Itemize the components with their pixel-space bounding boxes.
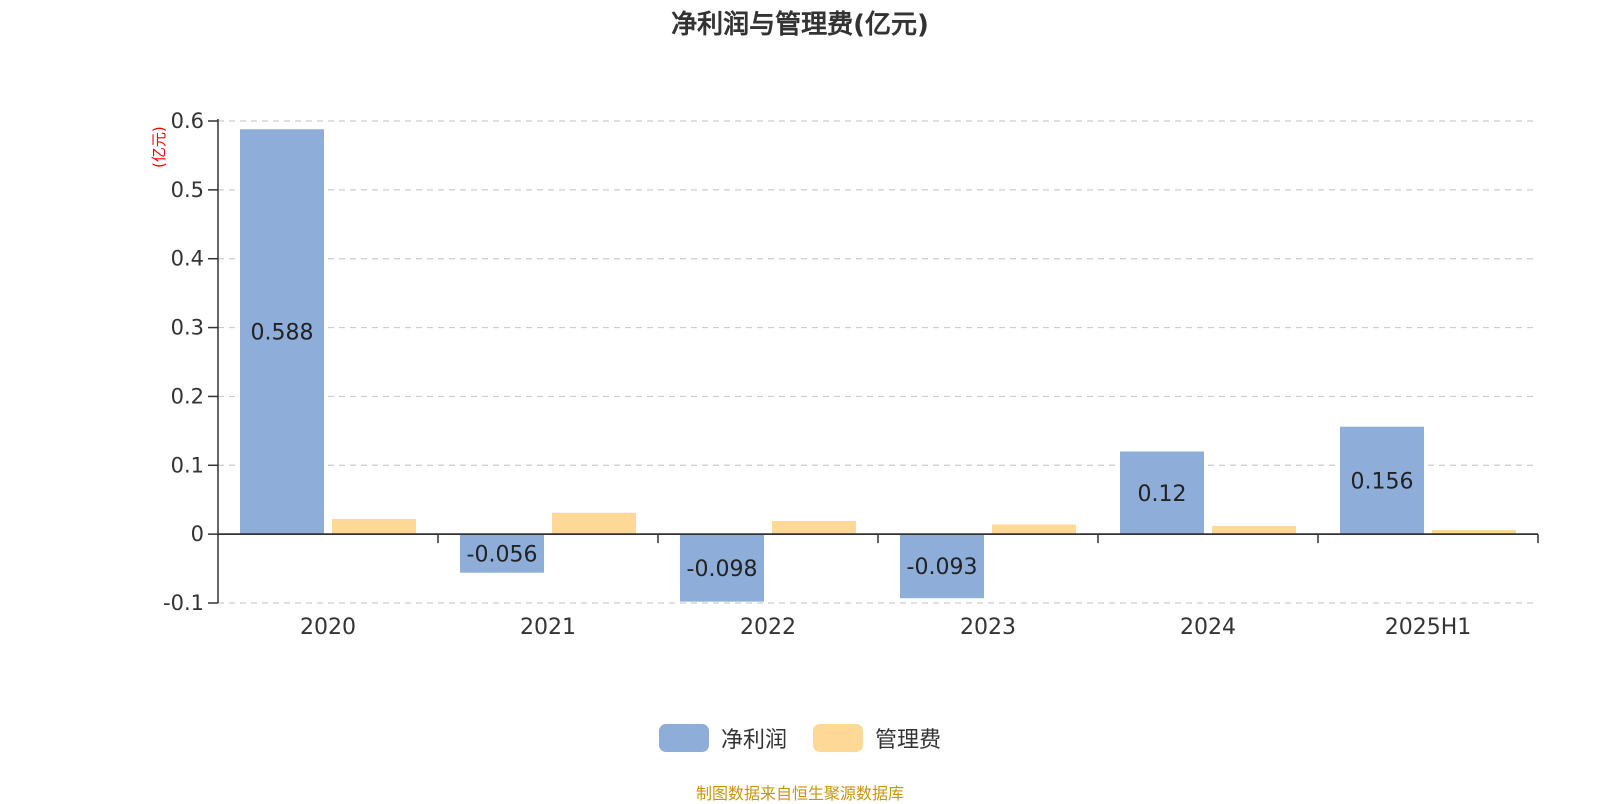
y-tick-label: 0.6 [171, 109, 204, 133]
bar-net-profit [240, 129, 324, 535]
x-tick-label: 2024 [1180, 615, 1236, 640]
bar-admin-expense [1212, 525, 1296, 535]
y-tick-label: 0.1 [171, 453, 204, 477]
legend-swatch-net-profit [658, 724, 709, 752]
chart-title: 净利润与管理费(亿元) [671, 10, 929, 40]
data-label: -0.093 [907, 555, 978, 580]
bar-admin-expense [992, 524, 1076, 535]
bar-net-profit [900, 534, 984, 599]
x-tick-label: 2023 [960, 615, 1016, 640]
bar-net-profit [1120, 451, 1204, 535]
y-tick-label: 0.3 [171, 316, 204, 340]
bar-admin-expense [332, 518, 416, 535]
data-label: -0.098 [687, 557, 758, 582]
bar-admin-expense [1432, 530, 1516, 535]
y-tick-label: 0 [191, 522, 204, 546]
bar-net-profit [680, 534, 764, 602]
y-tick-label: 0.4 [171, 247, 204, 271]
legend-swatch-admin-expense [813, 724, 863, 752]
y-tick-label: 0.5 [171, 178, 204, 202]
bar-net-profit [460, 534, 544, 573]
legend-label-net-profit: 净利润 [720, 728, 787, 753]
legend-label-admin-expense: 管理费 [875, 728, 942, 753]
x-tick-label: 2025H1 [1385, 615, 1472, 640]
y-tick-label: -0.1 [163, 591, 204, 615]
x-tick-label: 2020 [300, 615, 356, 640]
data-label: 0.588 [251, 321, 314, 346]
bar-net-profit [1340, 426, 1424, 535]
data-label: -0.056 [467, 542, 538, 567]
data-label: 0.12 [1138, 482, 1187, 507]
chart-legend: 净利润 管理费 [0, 722, 1600, 754]
bar-admin-expense [772, 521, 856, 535]
data-label: 0.156 [1351, 469, 1414, 494]
x-tick-label: 2022 [740, 615, 796, 640]
data-source-note: 制图数据来自恒生聚源数据库 [695, 784, 904, 803]
bar-admin-expense [552, 512, 636, 535]
y-tick-label: 0.2 [171, 384, 204, 408]
x-tick-label: 2021 [520, 615, 576, 640]
legend-item-admin-expense[interactable]: 管理费 [813, 722, 941, 754]
legend-item-net-profit[interactable]: 净利润 [658, 722, 787, 754]
